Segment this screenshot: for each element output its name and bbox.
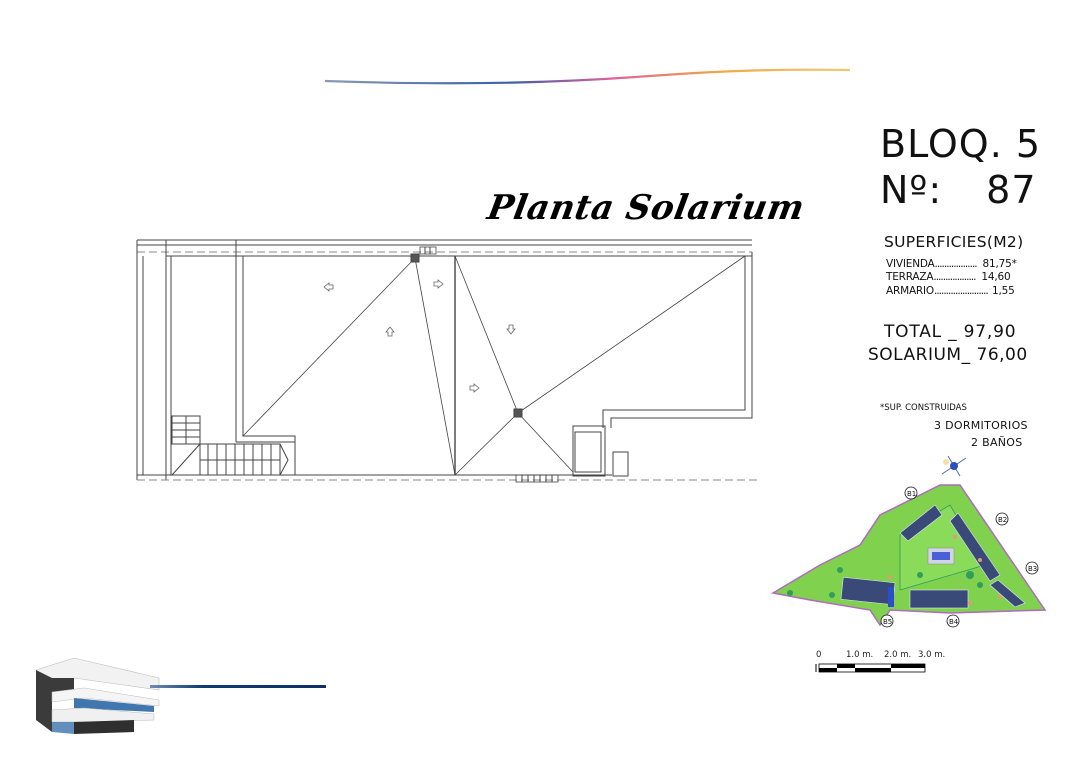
total-value: 97,90 (963, 322, 1017, 342)
svg-text:B3: B3 (1028, 565, 1037, 573)
leader-dots: .................. (933, 271, 976, 283)
bedrooms-count: 3 DORMITORIOS (934, 419, 1028, 432)
floor-plan-drawing (136, 239, 760, 483)
surface-value: 81,75* (982, 258, 1017, 270)
surface-value: 14,60 (981, 271, 1011, 283)
svg-text:B5: B5 (883, 618, 892, 626)
svg-text:B2: B2 (998, 516, 1007, 524)
svg-text:B4: B4 (949, 618, 959, 626)
surface-row-vivienda: VIVIENDA.................. 81,75* (886, 258, 1017, 270)
surface-row-armario: ARMARIO.......................1,55 (886, 285, 1015, 297)
built-surfaces-note: *SUP. CONSTRUIDAS (880, 403, 967, 413)
site-plan-map: B1 B2 B3 B4 B5 (770, 484, 1047, 628)
unit-number: Nº: 87 (880, 168, 1037, 212)
scale-bar: 0 1.0 m. 2.0 m. 3.0 m. (812, 650, 952, 676)
scale-label: 1.0 m. (846, 650, 874, 660)
decorative-swoosh (324, 68, 851, 85)
svg-text:B1: B1 (907, 490, 916, 498)
solarium-label: SOLARIUM_ (868, 345, 971, 365)
surface-label: ARMARIO (886, 285, 934, 297)
surface-value: 1,55 (991, 285, 1015, 297)
surface-label: VIVIENDA (886, 258, 935, 270)
unit-number-value: 87 (986, 168, 1037, 212)
surface-label: TERRAZA (886, 271, 934, 283)
compass-icon (941, 455, 967, 477)
total-label: TOTAL _ (884, 322, 958, 342)
decorative-line (150, 685, 326, 688)
scale-bar-graphic (815, 663, 926, 673)
surfaces-title: SUPERFICIES(M2) (884, 233, 1024, 251)
solarium-value: 76,00 (976, 345, 1028, 365)
drawing-title: Planta Solarium (484, 188, 808, 228)
leader-dots: .................. (934, 258, 978, 270)
bathrooms-count: 2 BAÑOS (971, 436, 1023, 449)
scale-label: 0 (816, 650, 822, 660)
building-render-logo (35, 657, 160, 734)
solarium-surface: SOLARIUM_ 76,00 (868, 345, 1028, 365)
scale-label: 2.0 m. (884, 650, 912, 660)
leader-dots: ....................... (933, 285, 989, 297)
block-label: BLOQ. 5 (880, 122, 1042, 166)
unit-number-label: Nº: (880, 168, 943, 212)
total-surface: TOTAL _ 97,90 (884, 322, 1016, 342)
surface-row-terraza: TERRAZA.................. 14,60 (886, 271, 1011, 283)
scale-label: 3.0 m. (918, 650, 946, 660)
